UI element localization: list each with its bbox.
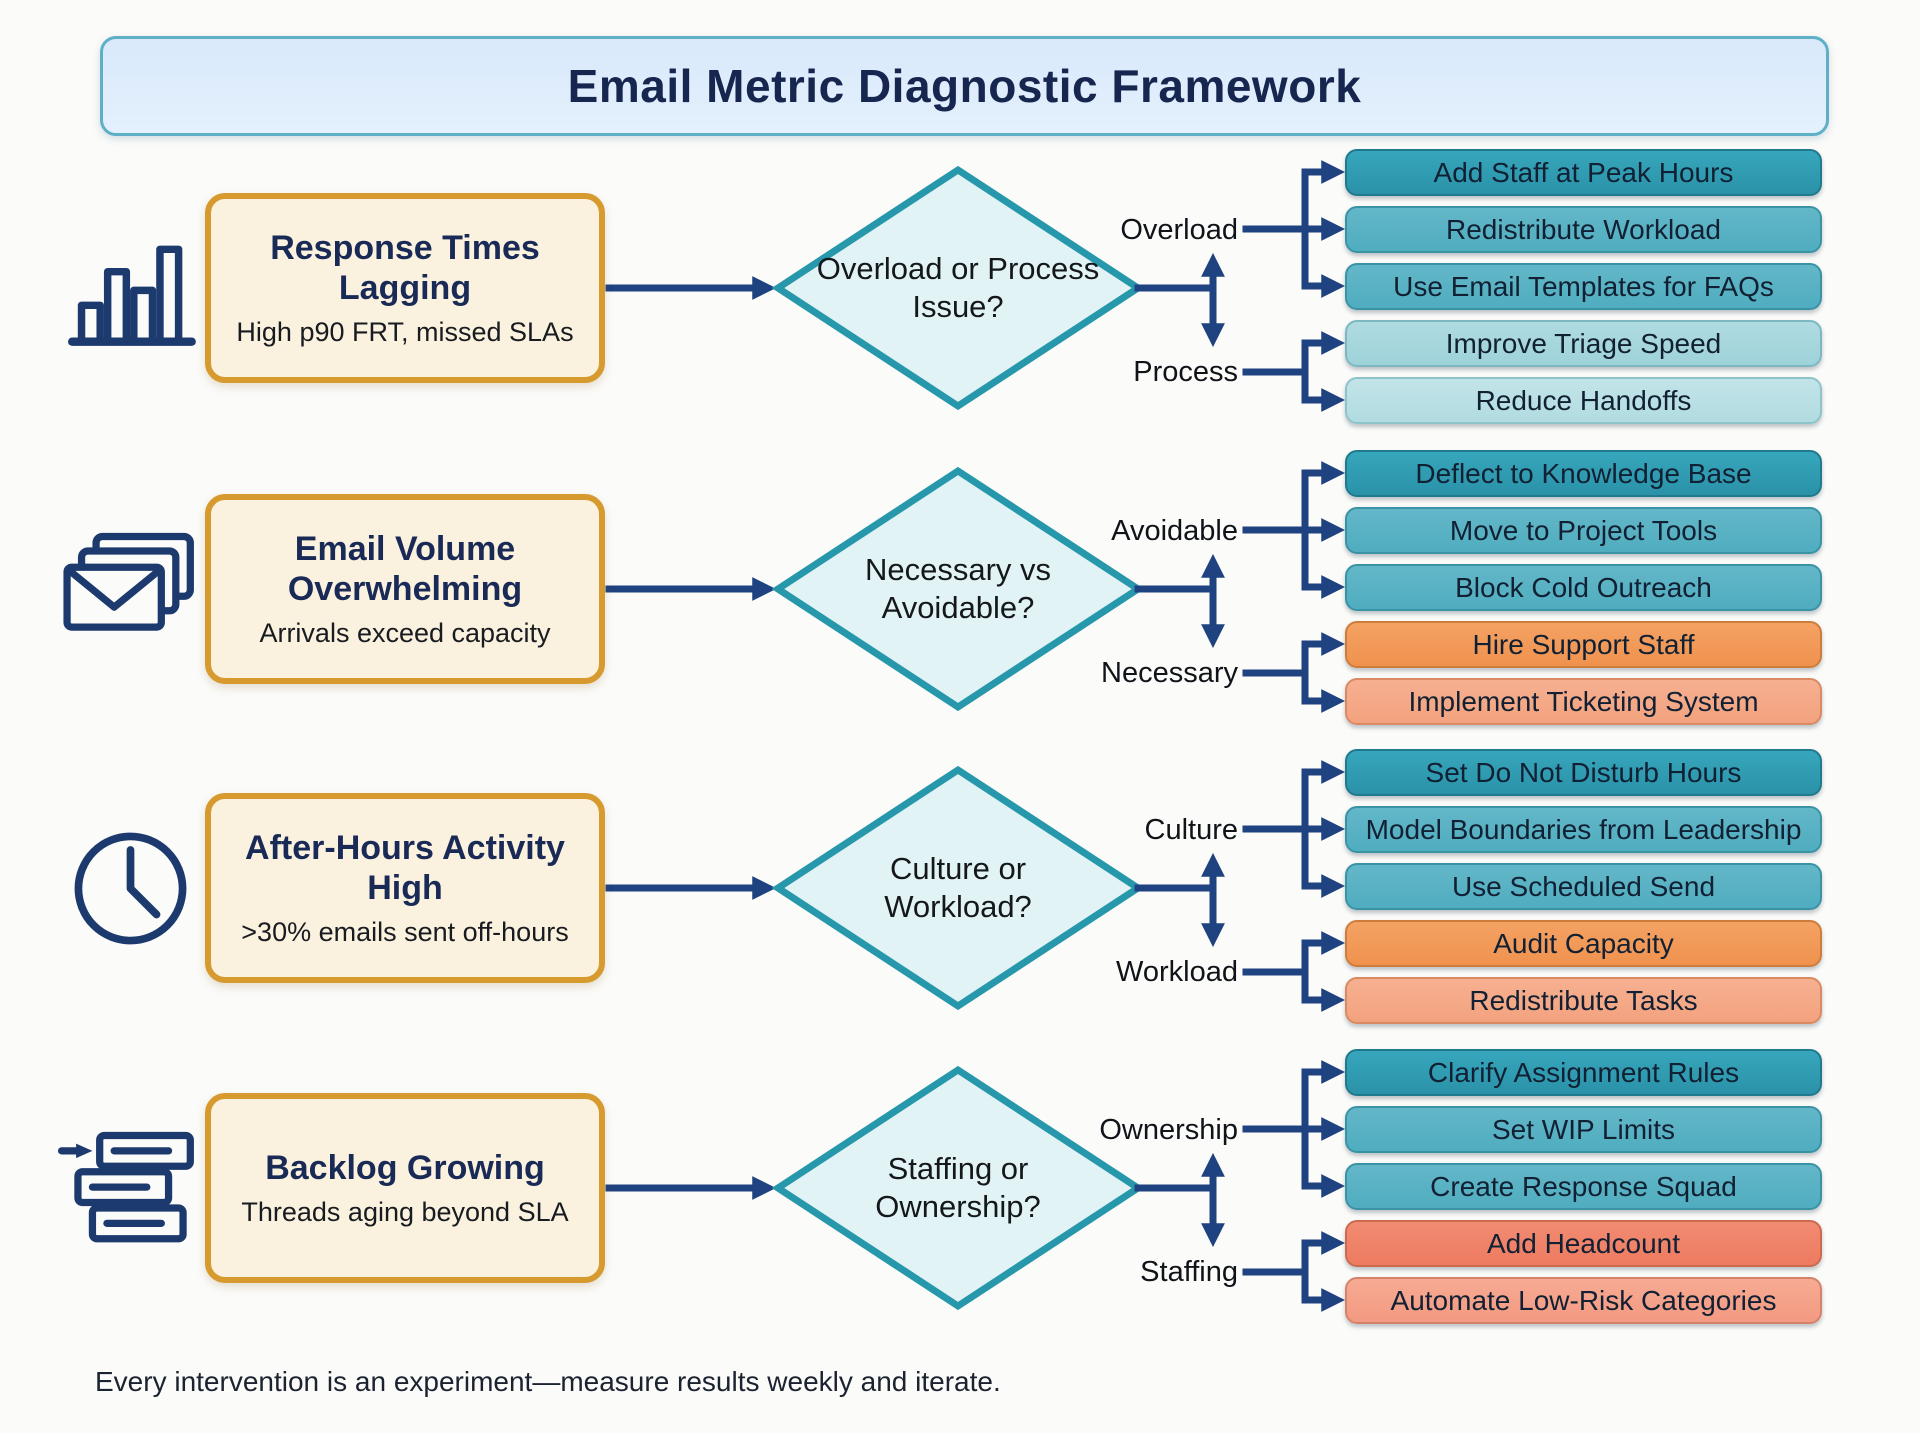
page-title: Email Metric Diagnostic Framework [567,60,1362,112]
problem-subtitle: High p90 FRT, missed SLAs [236,317,574,348]
footer-note: Every intervention is an experiment—meas… [95,1366,1001,1397]
problem-subtitle: Arrivals exceed capacity [259,618,551,649]
action-pill: Reduce Handoffs [1345,377,1822,424]
problem-box: Email Volume Overwhelming Arrivals excee… [205,494,605,684]
branch-label-bottom: Workload [1116,956,1238,988]
action-pill: Model Boundaries from Leadership [1345,806,1822,853]
branch-label-top: Avoidable [1111,515,1238,547]
decision-question: Overload or Process Issue? [816,251,1100,324]
action-pill: Create Response Squad [1345,1163,1822,1210]
action-pill: Set WIP Limits [1345,1106,1822,1153]
decision-question: Necessary vs Avoidable? [864,552,1052,625]
branch-label-bottom: Staffing [1140,1256,1238,1288]
title-banner: Email Metric Diagnostic Framework [100,36,1829,136]
diagnostic-row-after-hours: After-Hours Activity High >30% emails se… [0,728,1920,1048]
action-pill: Add Staff at Peak Hours [1345,149,1822,196]
action-pill: Deflect to Knowledge Base [1345,450,1822,497]
action-pill: Block Cold Outreach [1345,564,1822,611]
action-pill: Improve Triage Speed [1345,320,1822,367]
problem-box: Response Times Lagging High p90 FRT, mis… [205,193,605,383]
branch-label-bottom: Necessary [1101,657,1238,689]
problem-box: After-Hours Activity High >30% emails se… [205,793,605,983]
problem-box: Backlog Growing Threads aging beyond SLA [205,1093,605,1283]
branch-label-top: Overload [1120,214,1238,246]
problem-title: After-Hours Activity High [245,828,565,907]
problem-title: Email Volume Overwhelming [287,529,523,608]
problem-title: Response Times Lagging [270,228,540,307]
diagnostic-row-backlog: Backlog Growing Threads aging beyond SLA… [0,1028,1920,1348]
diagnostic-row-response-times: Response Times Lagging High p90 FRT, mis… [0,128,1920,448]
action-pill: Set Do Not Disturb Hours [1345,749,1822,796]
action-pill: Redistribute Tasks [1345,977,1822,1024]
mail-stack-icon [58,519,203,659]
diagnostic-row-email-volume: Email Volume Overwhelming Arrivals excee… [0,429,1920,749]
backlog-stack-icon [58,1118,203,1258]
action-pill: Add Headcount [1345,1220,1822,1267]
branch-label-bottom: Process [1133,356,1238,388]
decision-question: Culture or Workload? [884,851,1032,924]
bar-chart-icon [58,218,203,358]
action-pill: Move to Project Tools [1345,507,1822,554]
clock-icon [58,818,203,958]
decision-question: Staffing or Ownership? [875,1151,1041,1224]
action-pill: Redistribute Workload [1345,206,1822,253]
action-pill: Use Email Templates for FAQs [1345,263,1822,310]
action-pill: Hire Support Staff [1345,621,1822,668]
problem-subtitle: Threads aging beyond SLA [241,1197,569,1228]
branch-label-top: Culture [1144,814,1239,846]
action-pill: Use Scheduled Send [1345,863,1822,910]
action-pill: Implement Ticketing System [1345,678,1822,725]
action-pill: Audit Capacity [1345,920,1822,967]
action-pill: Automate Low-Risk Categories [1345,1277,1822,1324]
problem-title: Backlog Growing [265,1148,545,1187]
action-pill: Clarify Assignment Rules [1345,1049,1822,1096]
branch-label-top: Ownership [1099,1114,1238,1146]
problem-subtitle: >30% emails sent off-hours [241,917,569,948]
